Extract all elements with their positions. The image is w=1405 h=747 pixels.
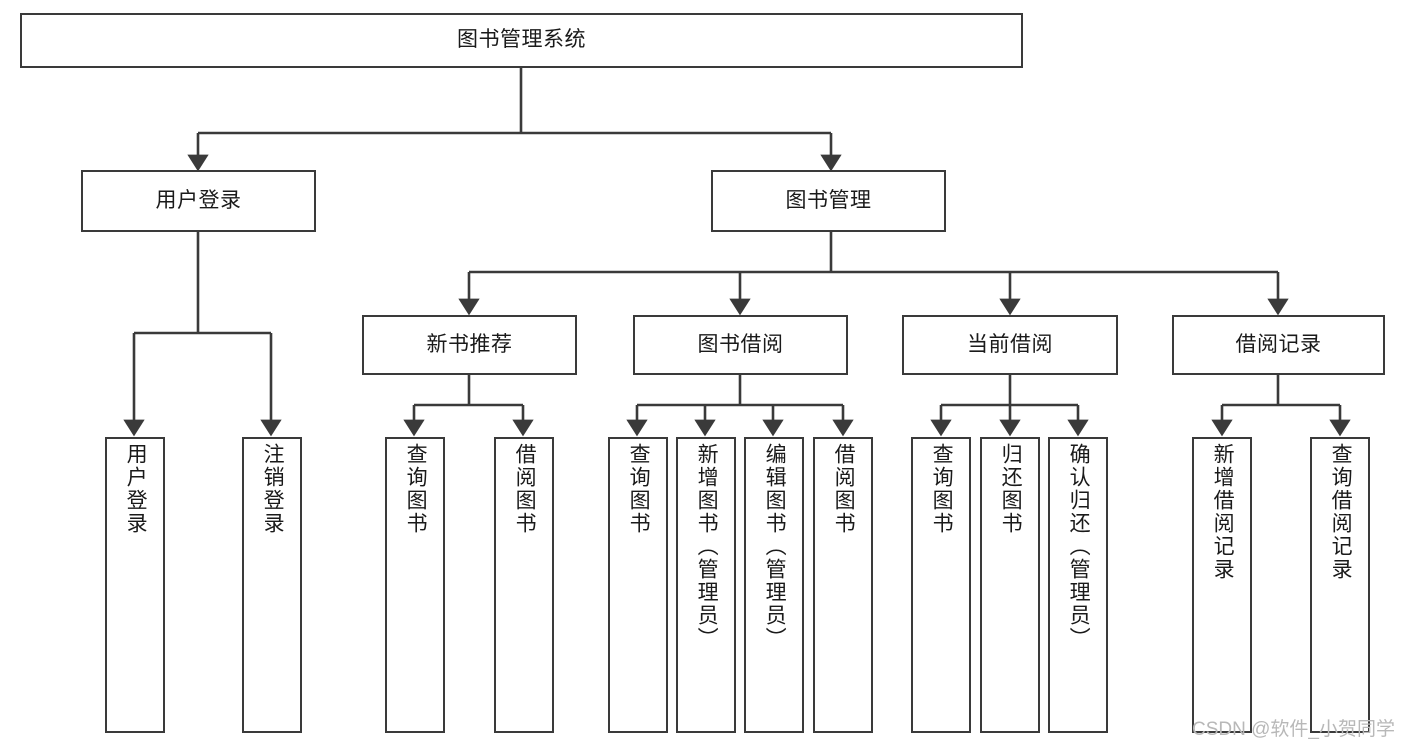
node-new-book-recommend[interactable]: 新书推荐: [362, 315, 577, 375]
leaf-current-borrow-return[interactable]: 归还图书: [980, 437, 1040, 733]
node-label: 查询图书: [404, 443, 428, 535]
leaf-book-borrow-lend[interactable]: 借阅图书: [813, 437, 873, 733]
node-label: 查询借阅记录: [1329, 443, 1353, 581]
leaf-new-book-query[interactable]: 查询图书: [385, 437, 445, 733]
leaf-current-borrow-query[interactable]: 查询图书: [911, 437, 971, 733]
leaf-book-borrow-query[interactable]: 查询图书: [608, 437, 668, 733]
node-user-login[interactable]: 用户登录: [81, 170, 316, 232]
node-root-system[interactable]: 图书管理系统: [20, 13, 1023, 68]
leaf-user-login-signin[interactable]: 用户登录: [105, 437, 165, 733]
node-label: 图书管理系统: [457, 28, 586, 52]
leaf-current-borrow-confirm[interactable]: 确认归还（管理员）: [1048, 437, 1108, 733]
node-label: 用户登录: [124, 443, 148, 535]
leaf-user-login-signout[interactable]: 注销登录: [242, 437, 302, 733]
node-book-management[interactable]: 图书管理: [711, 170, 946, 232]
node-book-borrow[interactable]: 图书借阅: [633, 315, 848, 375]
node-current-borrow[interactable]: 当前借阅: [902, 315, 1118, 375]
node-borrow-record[interactable]: 借阅记录: [1172, 315, 1385, 375]
node-label: 确认归还（管理员）: [1067, 443, 1091, 650]
node-label: 注销登录: [261, 443, 285, 535]
leaf-borrow-record-add[interactable]: 新增借阅记录: [1192, 437, 1252, 733]
node-label: 查询图书: [627, 443, 651, 535]
leaf-new-book-borrow[interactable]: 借阅图书: [494, 437, 554, 733]
leaf-book-borrow-edit[interactable]: 编辑图书（管理员）: [744, 437, 804, 733]
node-label: 编辑图书（管理员）: [763, 443, 787, 650]
node-label: 借阅记录: [1235, 332, 1322, 356]
node-label: 图书借阅: [697, 332, 784, 356]
node-label: 归还图书: [999, 443, 1023, 535]
leaf-book-borrow-add[interactable]: 新增图书（管理员）: [676, 437, 736, 733]
node-label: 借阅图书: [832, 443, 856, 535]
node-label: 新书推荐: [426, 332, 513, 356]
node-label: 新增图书（管理员）: [695, 443, 719, 650]
node-label: 图书管理: [785, 188, 872, 212]
node-label: 用户登录: [155, 188, 242, 212]
leaf-borrow-record-query[interactable]: 查询借阅记录: [1310, 437, 1370, 733]
node-label: 新增借阅记录: [1211, 443, 1235, 581]
node-label: 查询图书: [930, 443, 954, 535]
node-label: 借阅图书: [513, 443, 537, 535]
node-label: 当前借阅: [967, 332, 1053, 356]
